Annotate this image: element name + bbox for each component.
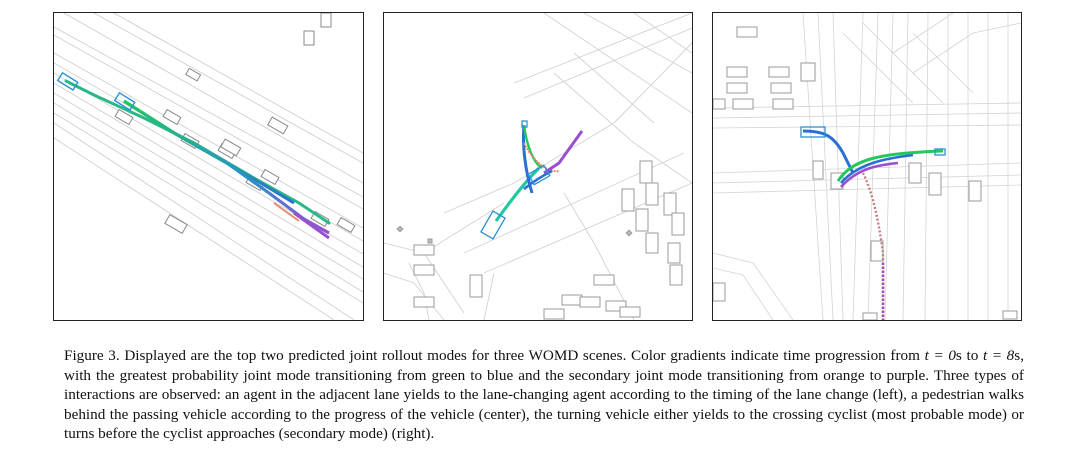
caption-label: Figure 3. xyxy=(64,347,120,364)
roadmap-lines xyxy=(384,13,692,320)
caption-math-2: t = 8 xyxy=(982,347,1015,364)
vehicle-trajectory-mode1 xyxy=(494,166,541,222)
ego-trajectory-mode2 xyxy=(840,161,899,188)
caption-text-3: s, with the greatest probability joint m… xyxy=(64,347,1024,443)
ego-trajectory-mode1 xyxy=(802,129,855,174)
caption-math-1: t = 0 xyxy=(924,347,956,364)
pedestrian-trajectory-mode1 xyxy=(522,124,534,194)
cyclist-trajectory-mode2 xyxy=(861,172,885,320)
lane-change-scene xyxy=(54,13,363,320)
pedestrian-markers xyxy=(396,225,633,244)
caption-text-1: Displayed are the top two predicted join… xyxy=(119,347,925,364)
vehicle-trajectory-mode2 xyxy=(543,130,584,175)
turning-vehicle-scene xyxy=(713,13,1021,320)
figure-caption: Figure 3. Displayed are the top two pred… xyxy=(64,346,1024,444)
trajectory-mode2 xyxy=(123,99,330,235)
pedestrian-trajectory-mode2 xyxy=(523,142,560,173)
parked-vehicles xyxy=(413,160,685,320)
caption-text-2: s to xyxy=(955,347,983,364)
panel-lane-change xyxy=(53,12,364,321)
panel-turning-vehicle xyxy=(712,12,1022,321)
ego-boxes xyxy=(800,126,946,156)
pedestrian-scene xyxy=(384,13,692,320)
road-lanes xyxy=(54,13,363,320)
ego-boxes xyxy=(480,120,551,240)
cyclist-trajectory-mode1 xyxy=(836,149,944,182)
parked-vehicles xyxy=(713,26,1018,320)
ego-agent-boxes xyxy=(56,71,136,111)
panel-pedestrian xyxy=(383,12,693,321)
